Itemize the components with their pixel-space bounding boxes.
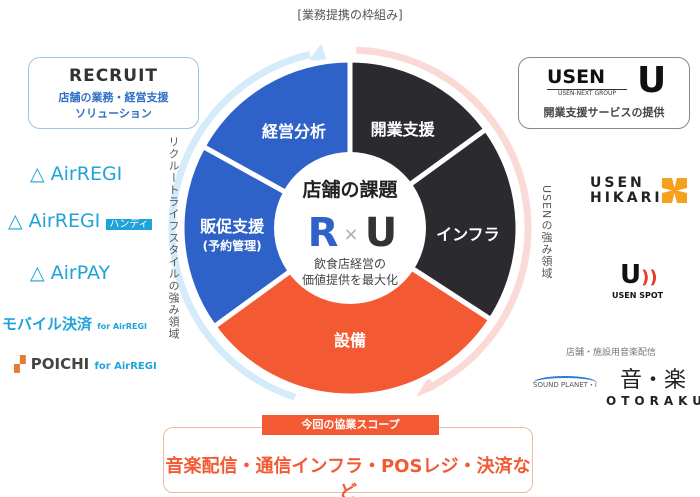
- logo-x: ×: [343, 224, 358, 245]
- recruit-desc-1: 店舗の業務・経営支援: [58, 91, 169, 104]
- wheel-center: [274, 152, 426, 304]
- recruit-strength-label: リクルートライフスタイルの強み領域: [167, 136, 180, 340]
- recruit-strength-arc: [168, 51, 311, 401]
- scope-tag: 今回の協業スコープ: [262, 415, 439, 435]
- segment-label: 開業支援: [371, 120, 436, 139]
- usen-logo: USEN: [547, 66, 605, 88]
- airpay-logo: △ AirPAY: [30, 262, 111, 284]
- segment-label: 販促支援: [200, 217, 265, 236]
- usen-group: USEN-NEXT GROUP: [547, 89, 627, 97]
- recruit-desc-2: ソリューション: [75, 107, 152, 120]
- logo-r: R: [308, 210, 339, 256]
- center-title: 店舗の課題: [302, 178, 398, 201]
- mobile-payment-logo: モバイル決済 for AirREGI: [2, 315, 148, 333]
- otoraku-logo: OTORAKU: [606, 394, 700, 408]
- music-caption: 店舗・施設用音楽配信: [566, 348, 657, 358]
- usen-desc: 開業支援サービスの提供: [543, 106, 665, 119]
- diagram-title: [業務提携の枠組み]: [297, 8, 403, 22]
- usen-u-mark: U: [637, 60, 667, 101]
- segment-label: インフラ: [436, 225, 500, 244]
- usen-strength-arc: [356, 46, 532, 389]
- recruit-arrow-icon: [309, 43, 328, 62]
- usen-box: USEN USEN-NEXT GROUP U 開業支援サービスの提供: [518, 57, 690, 129]
- logo-u: U: [365, 210, 397, 256]
- segment-label: 経営分析: [262, 122, 326, 141]
- scope-text: 音楽配信・通信インフラ・POSレジ・決済など: [165, 456, 531, 497]
- airregi-handy-logo: △ AirREGI ハンディ: [8, 210, 152, 232]
- otoraku-jp-logo: 音・楽: [620, 368, 687, 393]
- usen-arrow-icon: [416, 376, 437, 397]
- sound-planet-logo: SOUND PLANET・i: [533, 376, 597, 390]
- usen-spot-label: USEN SPOT: [612, 291, 664, 300]
- segment-label: 設備: [334, 331, 366, 350]
- recruit-logo: RECRUIT: [69, 66, 158, 86]
- recruit-box: RECRUIT 店舗の業務・経営支援 ソリューション: [28, 57, 199, 129]
- usen-spot-icon: U)): [620, 260, 658, 290]
- airregi-logo: △ AirREGI: [30, 163, 123, 185]
- usen-strength-label: USENの強み領域: [540, 185, 553, 280]
- poichi-logo: ▞ POICHI for AirREGI: [14, 355, 157, 373]
- segment-sublabel: (予約管理): [203, 238, 262, 253]
- center-line2: 価値提供を最大化: [302, 272, 398, 287]
- center-line1: 飲食店経営の: [314, 256, 386, 271]
